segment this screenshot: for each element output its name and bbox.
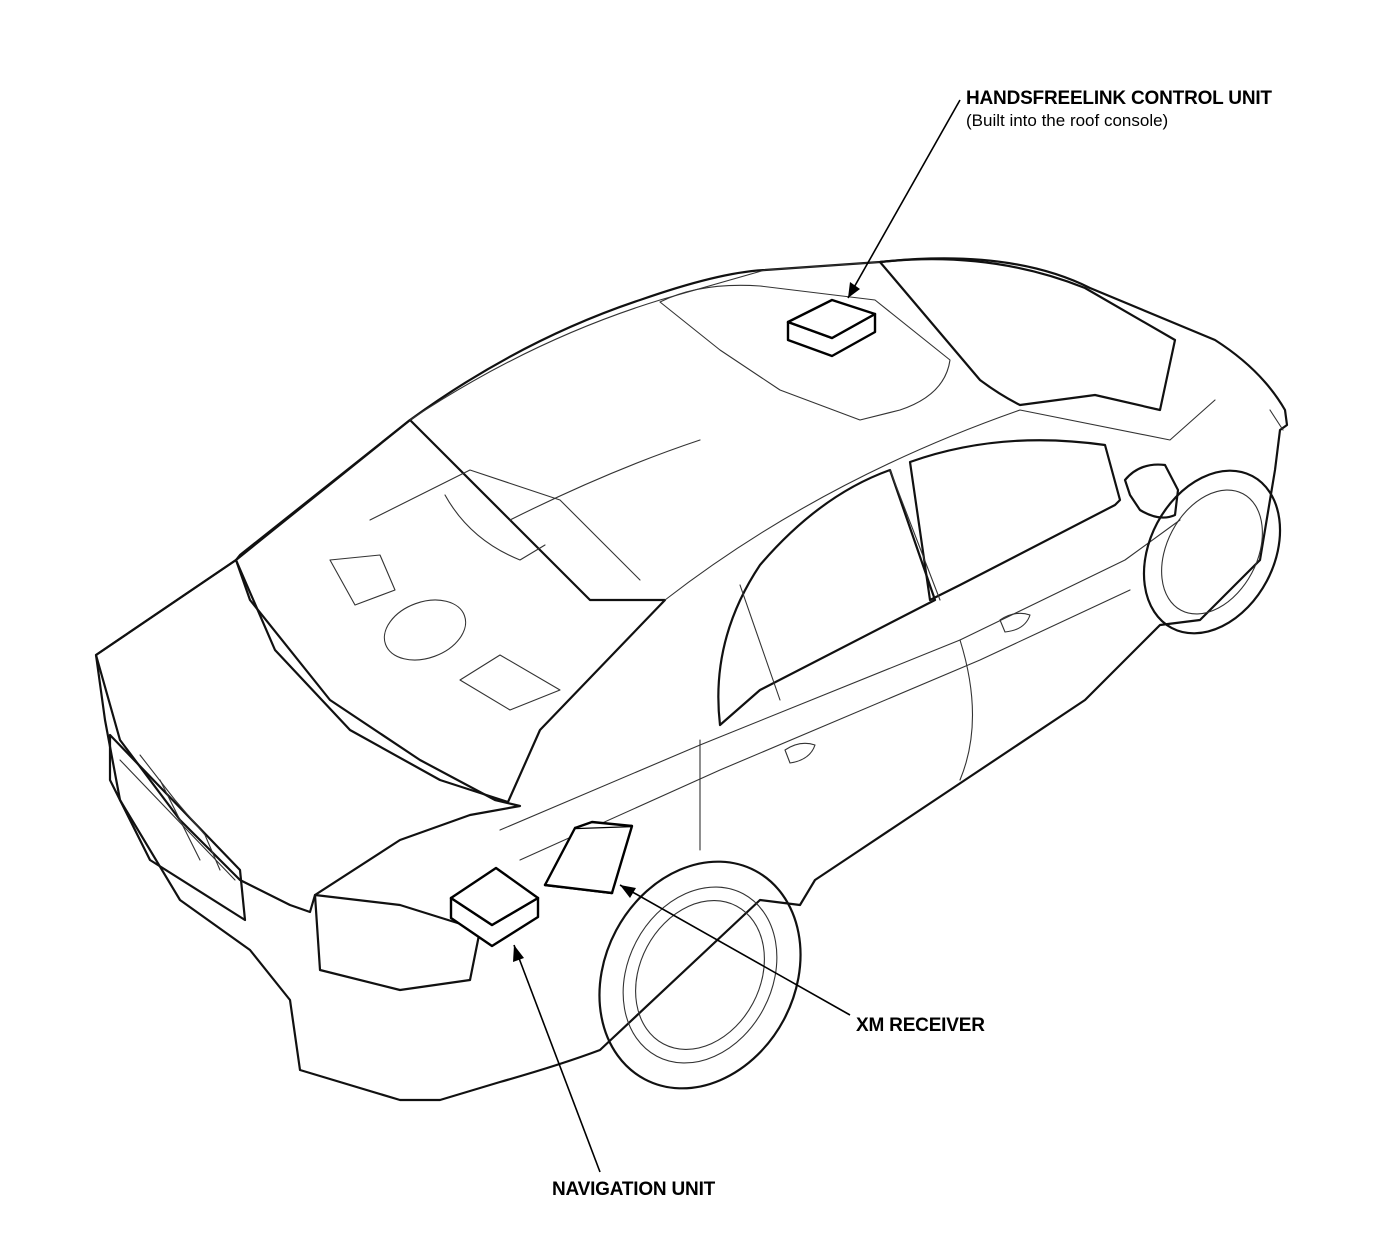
handsfreelink-note: (Built into the roof console) (966, 111, 1169, 130)
car-body (94, 257, 1289, 1102)
navigation-unit-label: NAVIGATION UNIT (552, 1179, 716, 1200)
navigation-unit-box (449, 866, 540, 948)
handsfreelink-label: HANDSFREELINK CONTROL UNIT (966, 88, 1272, 109)
xm-receiver-label: XM RECEIVER (856, 1015, 985, 1036)
handsfreelink-unit-box (786, 298, 877, 358)
handsfreelink-leader (847, 99, 961, 299)
navigation-unit-leader (513, 944, 601, 1173)
xm-receiver-leader (619, 884, 851, 1016)
xm-receiver-box (543, 820, 634, 895)
